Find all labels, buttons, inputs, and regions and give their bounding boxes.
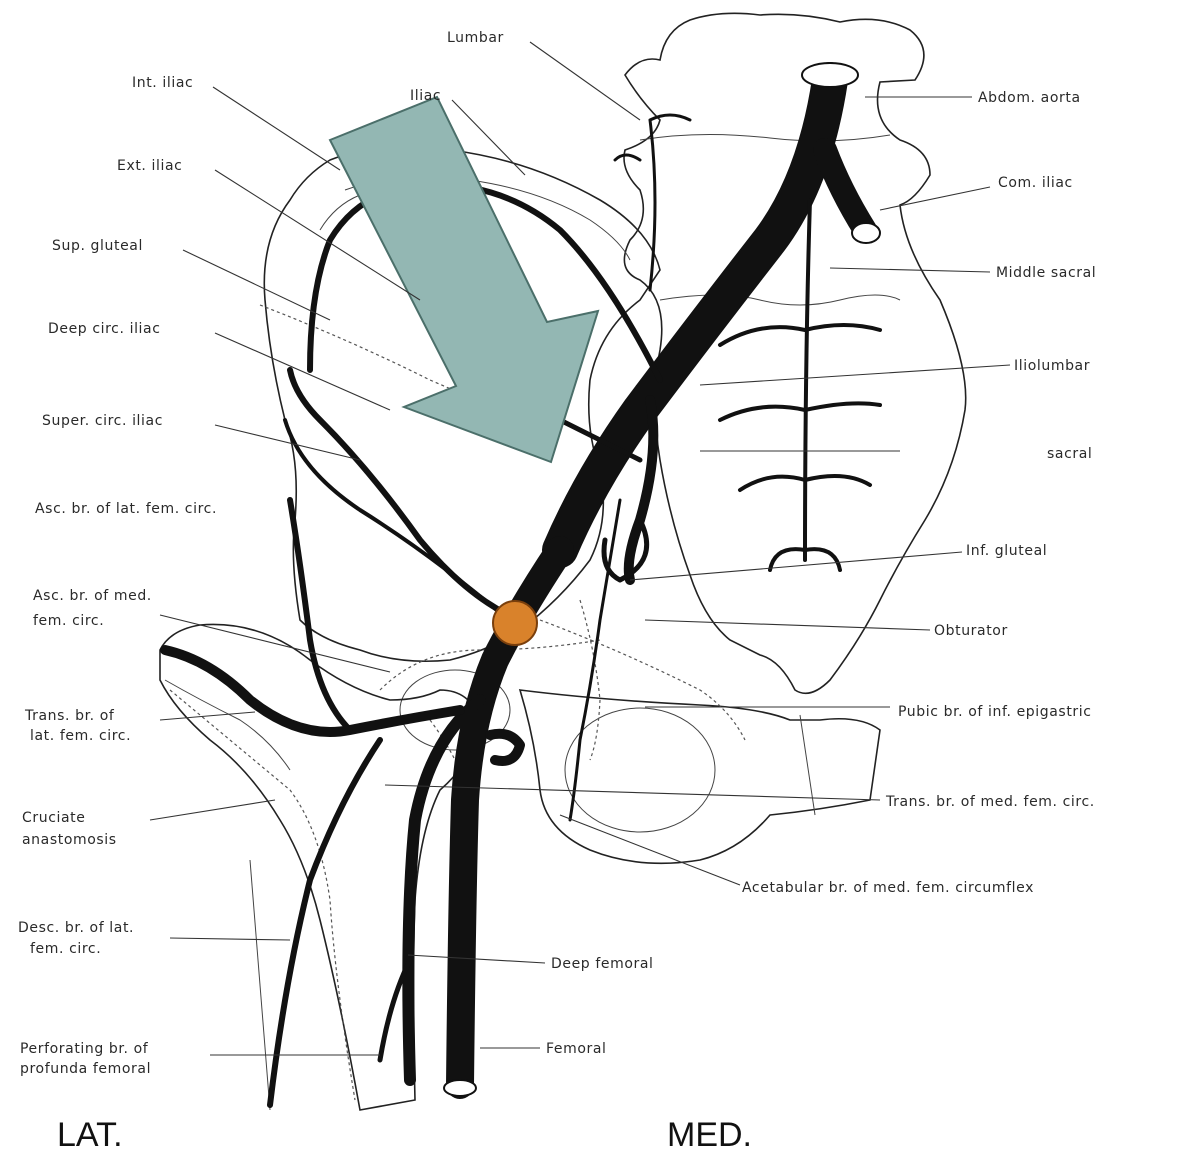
label-lumbar: Lumbar xyxy=(447,30,504,46)
label-int-iliac: Int. iliac xyxy=(132,75,193,91)
label-pubic-br-inf-epigastric: Pubic br. of inf. epigastric xyxy=(898,704,1092,720)
pubis-outline xyxy=(520,690,880,863)
label-iliac: Iliac xyxy=(410,88,441,104)
label-deep-femoral: Deep femoral xyxy=(551,956,654,972)
label-femoral: Femoral xyxy=(546,1041,607,1057)
sacrum-inner xyxy=(660,295,900,305)
obturator-foramen xyxy=(565,708,715,832)
label-inf-gluteal: Inf. gluteal xyxy=(966,543,1047,559)
label-obturator: Obturator xyxy=(934,623,1008,639)
femoral-cut-end xyxy=(444,1080,476,1096)
label-deep-circ-iliac: Deep circ. iliac xyxy=(48,321,161,337)
femur-outline xyxy=(160,624,480,1110)
pointer-arrow xyxy=(330,97,598,462)
label-medial: MED. xyxy=(667,1116,752,1150)
lumbar-artery xyxy=(615,115,690,290)
sacral-branches xyxy=(720,325,880,570)
label-perforating-1: Perforating br. of xyxy=(20,1041,149,1057)
label-asc-br-med-fem-circ-1: Asc. br. of med. xyxy=(33,588,152,604)
label-desc-br-lat-fem-circ-1: Desc. br. of lat. xyxy=(18,920,134,936)
label-cruciate-1: Cruciate xyxy=(22,810,85,826)
dashed-cruciate xyxy=(170,690,355,1100)
dashed-pubic xyxy=(540,620,745,740)
medial-fem-circ xyxy=(490,734,520,761)
aorta-cut-end xyxy=(802,63,858,87)
common-iliac-right xyxy=(825,150,865,230)
label-sup-gluteal: Sup. gluteal xyxy=(52,238,143,254)
label-asc-br-lat-fem-circ: Asc. br. of lat. fem. circ. xyxy=(35,501,217,517)
label-middle-sacral: Middle sacral xyxy=(996,265,1096,281)
desc-br-lat-fem-circ xyxy=(270,740,380,1105)
label-super-circ-iliac: Super. circ. iliac xyxy=(42,413,163,429)
label-iliolumbar: Iliolumbar xyxy=(1014,358,1090,374)
label-acetabular-br: Acetabular br. of med. fem. circumflex xyxy=(742,880,1034,896)
greater-trochanter xyxy=(165,680,290,770)
label-desc-br-lat-fem-circ-2: fem. circ. xyxy=(30,941,101,957)
label-abdom-aorta: Abdom. aorta xyxy=(978,90,1081,106)
middle-sacral xyxy=(805,200,810,560)
arteries xyxy=(165,63,880,1105)
label-trans-br-lat-fem-circ-2: lat. fem. circ. xyxy=(30,728,131,744)
label-ext-iliac: Ext. iliac xyxy=(117,158,182,174)
label-perforating-2: profunda femoral xyxy=(20,1061,151,1077)
abdominal-aorta xyxy=(560,80,830,550)
label-com-iliac: Com. iliac xyxy=(998,175,1073,191)
labels: Lumbar Int. iliac Iliac Abdom. aorta Ext… xyxy=(18,30,1096,1150)
label-trans-br-med-fem-circ: Trans. br. of med. fem. circ. xyxy=(885,794,1095,810)
vertebra-disc xyxy=(640,134,890,140)
label-sacral: sacral xyxy=(1047,446,1092,462)
deep-circ-iliac xyxy=(285,420,520,630)
label-trans-br-lat-fem-circ-1: Trans. br. of xyxy=(24,708,115,724)
marker-dot xyxy=(493,601,537,645)
pubic-symphysis xyxy=(800,715,815,815)
com-iliac-cut-end xyxy=(852,223,880,243)
label-lateral: LAT. xyxy=(57,1116,123,1150)
femur-shaft-line xyxy=(250,860,270,1110)
label-asc-br-med-fem-circ-2: fem. circ. xyxy=(33,613,104,629)
label-cruciate-2: anastomosis xyxy=(22,832,117,848)
